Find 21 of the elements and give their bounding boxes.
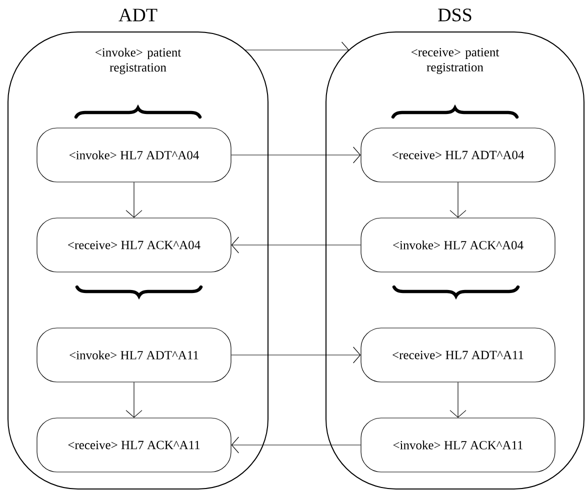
arrow xyxy=(244,42,350,58)
lane-subtitle: <invoke> patient registration xyxy=(95,48,182,74)
arrow xyxy=(126,182,142,218)
action-box: <invoke> HL7 ADT^A11 xyxy=(36,328,232,382)
arrow xyxy=(231,236,361,254)
arrow xyxy=(450,382,466,418)
action-box: <receive> HL7 ADT^A11 xyxy=(360,328,556,382)
action-box: <receive> HL7 ACK^A11 xyxy=(36,418,232,472)
arrow xyxy=(231,146,361,164)
arrow xyxy=(231,436,361,454)
action-box: <invoke> HL7 ACK^A04 xyxy=(360,218,556,272)
lane-subtitle: <receive> patient registration xyxy=(411,48,500,74)
action-box: <invoke> HL7 ADT^A04 xyxy=(36,128,232,182)
action-box: <receive> HL7 ACK^A04 xyxy=(36,218,232,272)
action-box: <receive> HL7 ADT^A04 xyxy=(360,128,556,182)
action-box: <invoke> HL7 ACK^A11 xyxy=(360,418,556,472)
lane-title: ADT xyxy=(118,8,158,22)
arrow xyxy=(450,182,466,218)
arrow xyxy=(231,346,361,364)
lane-title: DSS xyxy=(438,8,472,22)
arrow xyxy=(126,382,142,418)
